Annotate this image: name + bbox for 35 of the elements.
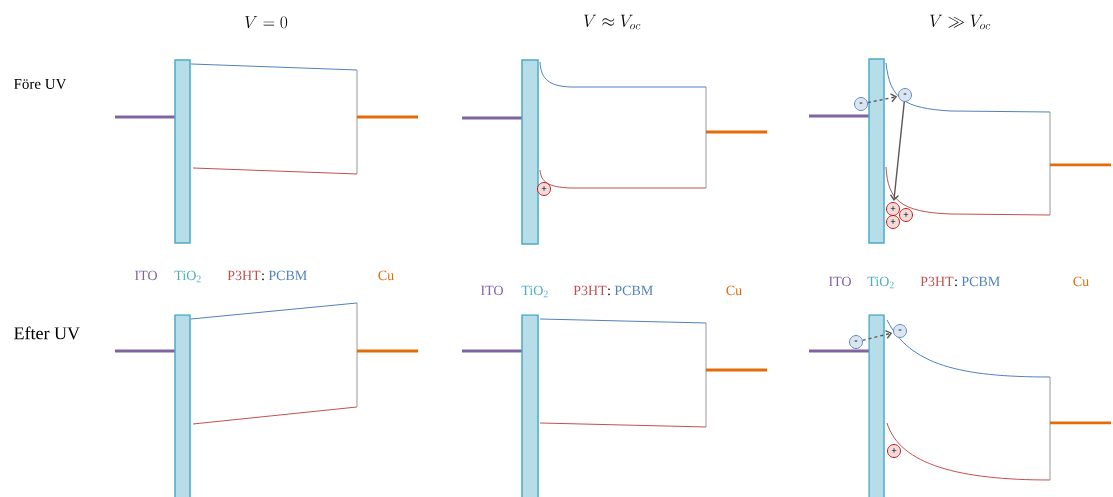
layer-label: PCBM [961,276,1000,287]
layer-label: Cu [1073,276,1089,287]
positive-charge: + [899,208,913,222]
layer-label: Cu [378,270,394,281]
row-label: Före UV [14,79,67,89]
layer-label: P3HT [227,270,261,281]
layer-label: PCBM [268,270,307,281]
layer-label: ITO [480,285,503,296]
negative-charge: - [898,88,912,102]
layer-label: TiO$_{2}$ [867,276,894,289]
arrow [867,93,898,104]
layer-label: P3HT [573,285,607,296]
column-heading: $V \approx V_{oc}$ [584,14,641,30]
positive-charge: + [886,215,900,229]
layer-label: : [262,273,264,281]
layer-label: : [608,288,610,296]
column-heading: $V = 0$ [245,16,288,29]
row-label: Efter UV [14,326,80,340]
layer-label: TiO$_{2}$ [174,270,201,283]
negative-charge: - [849,335,863,349]
negative-charge: - [893,324,907,338]
arrow [862,329,893,341]
positive-charge: + [886,202,900,216]
column-heading: $V \gg V_{oc}$ [930,14,991,30]
layer-label: : [955,279,957,287]
layer-label: PCBM [614,285,653,296]
layer-label: TiO$_{2}$ [521,285,548,298]
layer-label: P3HT [920,276,954,287]
layer-label: Cu [726,285,742,296]
negative-charge: - [854,97,868,111]
arrow [889,101,905,202]
layer-label: ITO [828,276,851,287]
positive-charge: + [887,444,901,458]
layer-label: ITO [135,270,157,281]
positive-charge: + [537,182,551,196]
